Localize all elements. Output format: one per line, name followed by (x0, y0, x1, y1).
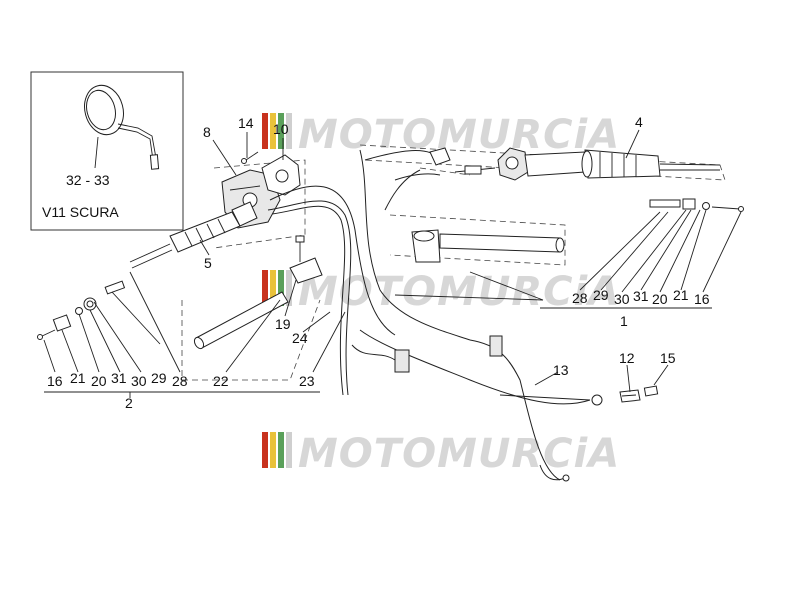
model-name-label: V11 SCURA (42, 204, 119, 220)
watermark-top: MOTOMURCiA (262, 112, 620, 158)
leader-lines (43, 129, 742, 398)
watermark-text: MOTOMURCiA (298, 112, 620, 158)
right-row-label: 16 (694, 291, 710, 307)
mirror-inset: 32 - 33 V11 SCURA (30, 71, 184, 231)
watermark-text: MOTOMURCiA (298, 269, 620, 315)
left-row-label: 28 (172, 373, 188, 389)
watermark-middle: MOTOMURCiA (262, 269, 620, 315)
right-row-label: 31 (633, 288, 649, 304)
label-part-15: 15 (660, 350, 676, 366)
label-part-12: 12 (619, 350, 635, 366)
right-throttle-assembly (429, 147, 529, 181)
part-labels: 8 14 10 4 5 19 24 22 23 13 12 15 28 29 3… (47, 114, 710, 411)
left-row-label: 29 (151, 370, 167, 386)
label-part-10: 10 (273, 121, 289, 137)
left-row-label: 20 (91, 373, 107, 389)
right-row-label: 29 (593, 287, 609, 303)
mirror-part-numbers: 32 - 33 (66, 172, 110, 188)
left-row-label: 16 (47, 373, 63, 389)
right-grip (524, 149, 721, 179)
label-part-8: 8 (203, 124, 211, 140)
left-row-label: 31 (111, 370, 127, 386)
right-row-label: 30 (614, 291, 630, 307)
label-part-22: 22 (213, 373, 229, 389)
watermark-text: MOTOMURCiA (298, 431, 620, 477)
right-row-label: 28 (572, 290, 588, 306)
left-grip (129, 201, 258, 269)
right-row-label: 21 (673, 287, 689, 303)
left-row-label: 30 (131, 373, 147, 389)
label-part-4: 4 (635, 114, 643, 130)
right-bar-end-parts (649, 198, 744, 212)
screw-14 (241, 151, 259, 164)
cables (267, 149, 591, 482)
left-handlebar-tube (193, 291, 289, 350)
label-part-24: 24 (292, 330, 308, 346)
right-handlebar-tube (411, 229, 565, 263)
left-group-label: 2 (125, 395, 133, 411)
label-part-23: 23 (299, 373, 315, 389)
left-row-label: 21 (70, 370, 86, 386)
right-row-label: 20 (652, 291, 668, 307)
label-part-5: 5 (204, 255, 212, 271)
label-part-13: 13 (553, 362, 569, 378)
label-part-14: 14 (238, 115, 254, 131)
mirror-illustration (84, 84, 160, 170)
label-part-19: 19 (275, 316, 291, 332)
clutch-cable-parts (499, 385, 659, 406)
right-group-label: 1 (620, 313, 628, 329)
small-clamp-19 (289, 235, 323, 284)
left-bar-end-parts (37, 280, 126, 340)
watermark-bottom: MOTOMURCiA (262, 431, 620, 477)
